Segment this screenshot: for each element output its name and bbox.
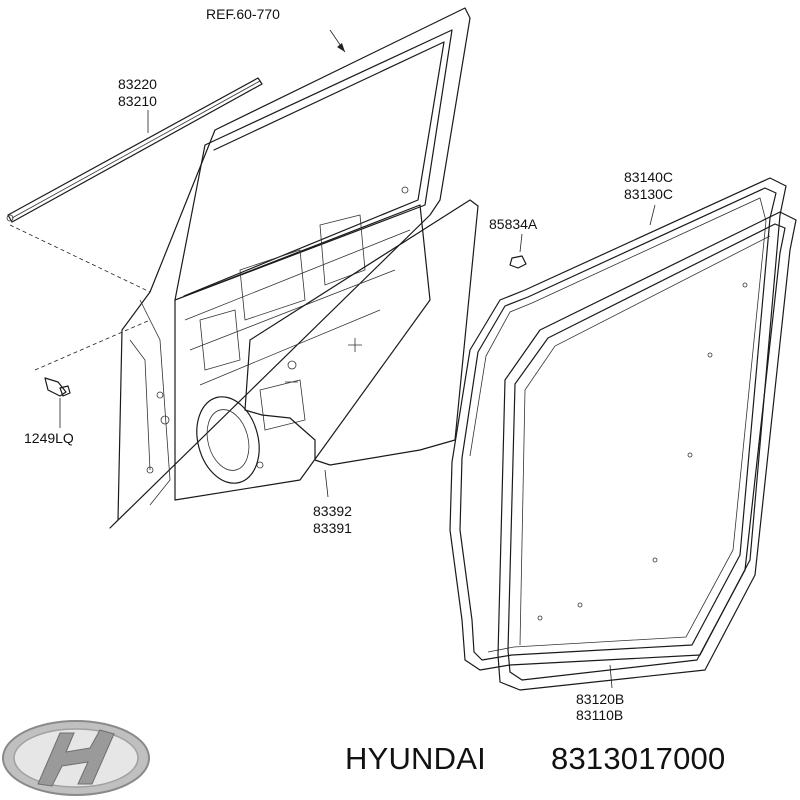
label-inner-seal-b: 83110B — [576, 707, 624, 723]
label-film-a: 83392 — [313, 503, 352, 519]
leader-lines — [59, 29, 656, 689]
bolt — [44, 377, 71, 397]
label-bolt: 1249LQ — [24, 430, 74, 446]
clip — [509, 255, 527, 269]
hyundai-logo-icon — [2, 720, 150, 796]
label-outer-seal-b: 83130C — [624, 186, 674, 202]
label-belt-strip-a: 83220 — [118, 76, 157, 92]
part-number: 8313017000 — [551, 741, 726, 776]
door-frame — [109, 7, 471, 529]
label-belt-strip-b: 83210 — [118, 93, 157, 109]
inner-weatherstrip — [497, 211, 797, 691]
label-clip: 85834A — [489, 216, 538, 232]
dashed-guides — [9, 224, 151, 371]
label-outer-seal-a: 83140C — [624, 169, 674, 185]
outer-weatherstrip — [449, 177, 787, 671]
label-inner-seal-a: 83120B — [576, 691, 625, 707]
brand-name: HYUNDAI — [345, 741, 486, 776]
belt-strip — [6, 77, 263, 223]
label-ref: REF.60-770 — [206, 6, 280, 22]
label-film-b: 83391 — [313, 520, 352, 536]
waterproof-film — [244, 199, 479, 466]
